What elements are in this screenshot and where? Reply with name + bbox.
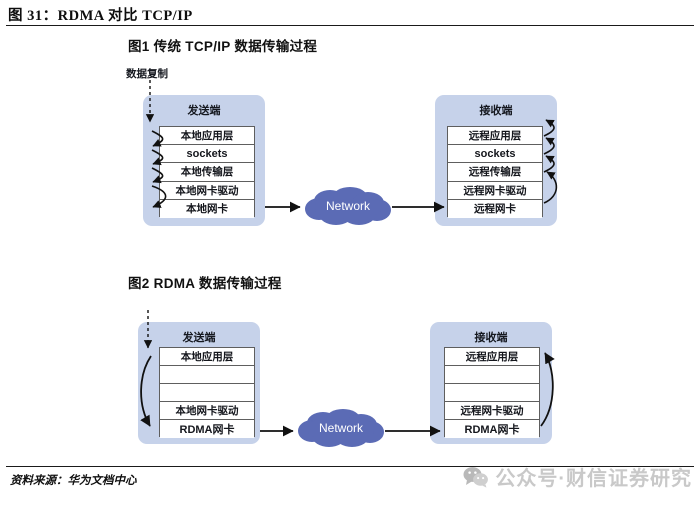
- stack-row: 本地网卡驱动: [160, 181, 254, 200]
- stack-row: 远程网卡驱动: [445, 402, 539, 420]
- diagram1-sender-stack: 本地应用层 sockets 本地传输层 本地网卡驱动 本地网卡: [159, 126, 255, 218]
- diagram1-annotation-label: 数据复制: [126, 69, 168, 80]
- stack-row: RDMA网卡: [445, 420, 539, 438]
- diagram1-copy-arrow-3: [152, 168, 163, 184]
- diagram2-receiver-stack: 远程应用层 远程网卡驱动 RDMA网卡: [444, 347, 540, 438]
- stack-row: 本地应用层: [160, 127, 254, 146]
- stack-row-empty: [445, 366, 539, 384]
- diagram2-sender-bypass-arrow: [141, 356, 151, 427]
- stack-row: 远程应用层: [448, 127, 542, 146]
- diagram2-receiver-bypass-arrow: [541, 352, 555, 426]
- diagram1-recv-copy-arrow-4: [544, 172, 556, 203]
- diagram2-receiver-panel: 接收端 远程应用层 远程网卡驱动 RDMA网卡: [430, 322, 552, 444]
- stack-row: 远程应用层: [445, 348, 539, 366]
- cloud-shape-icon: [298, 409, 384, 447]
- stack-row: 远程传输层: [448, 163, 542, 182]
- diagram1-recv-copy-arrow-1: [544, 120, 554, 136]
- diagram1-receiver-stack: 远程应用层 sockets 远程传输层 远程网卡驱动 远程网卡: [447, 126, 543, 218]
- diagram1-recv-copy-arrow-3: [544, 156, 554, 172]
- diagram2-sender-title: 发送端: [182, 332, 216, 344]
- page-title: 图 31：RDMA 对比 TCP/IP: [8, 8, 193, 24]
- stack-row: sockets: [160, 145, 254, 164]
- diagram1-caption: 图1 传统 TCP/IP 数据传输过程: [128, 39, 318, 54]
- diagram1-copy-arrow-1: [152, 131, 163, 146]
- diagram2-sender-stack: 本地应用层 本地网卡驱动 RDMA网卡: [159, 347, 255, 438]
- stack-row-empty: [160, 384, 254, 402]
- diagram1-sender-panel: 发送端 本地应用层 sockets 本地传输层 本地网卡驱动 本地网卡: [143, 95, 265, 226]
- source-note: 资料来源：华为文档中心: [10, 475, 137, 487]
- diagram1-sender-title: 发送端: [187, 105, 221, 117]
- diagram1-recv-copy-arrow-2: [544, 138, 554, 154]
- stack-row: 本地网卡驱动: [160, 402, 254, 420]
- stack-row: 远程网卡驱动: [448, 181, 542, 200]
- stack-row-empty: [160, 366, 254, 384]
- diagram1-receiver-panel: 接收端 远程应用层 sockets 远程传输层 远程网卡驱动 远程网卡: [435, 95, 557, 226]
- stack-row: 本地网卡: [160, 199, 254, 218]
- stack-row: 远程网卡: [448, 199, 542, 218]
- diagram1-receiver-title: 接收端: [479, 105, 513, 117]
- stack-row: 本地传输层: [160, 163, 254, 182]
- footer-divider: [6, 466, 694, 467]
- diagram1-copy-arrow-4: [152, 186, 166, 208]
- stack-row-empty: [445, 384, 539, 402]
- stack-row: RDMA网卡: [160, 420, 254, 438]
- header-divider: [6, 25, 694, 26]
- stack-row: 本地应用层: [160, 348, 254, 366]
- diagram1-copy-arrow-2: [152, 150, 163, 166]
- stack-row: sockets: [448, 145, 542, 164]
- diagram2-sender-panel: 发送端 本地应用层 本地网卡驱动 RDMA网卡: [138, 322, 260, 444]
- diagram2-caption: 图2 RDMA 数据传输过程: [128, 276, 282, 291]
- diagram2-receiver-title: 接收端: [474, 332, 508, 344]
- cloud-shape-icon: [305, 187, 391, 225]
